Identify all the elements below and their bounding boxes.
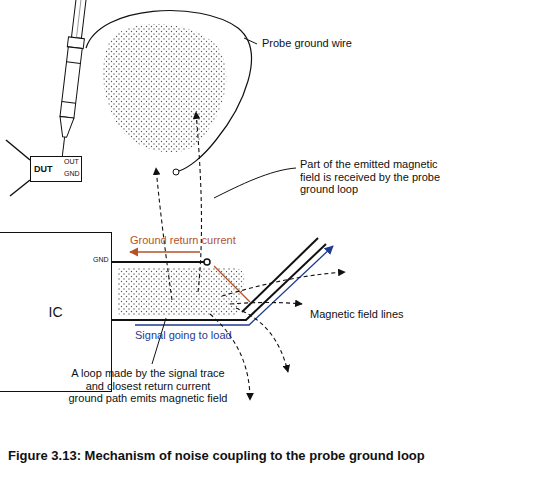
callout-note: Part of the emitted magnetic field is re… bbox=[300, 158, 450, 196]
return-current-arrow bbox=[214, 266, 250, 302]
dut-wire bbox=[6, 140, 30, 160]
current-label: Signal going to load bbox=[135, 329, 232, 342]
magnetic-field-lines bbox=[156, 112, 345, 400]
oscilloscope-probe bbox=[54, 0, 89, 158]
ground-trace bbox=[112, 261, 204, 263]
dut-wire bbox=[10, 180, 30, 196]
pin-name: GND bbox=[93, 256, 109, 264]
probe-ground-wire bbox=[86, 11, 251, 171]
current-label: Ground return current bbox=[130, 234, 236, 247]
leader-line bbox=[214, 168, 296, 198]
node-text: IC bbox=[49, 304, 63, 320]
pin-name: GND bbox=[64, 170, 80, 178]
node-text: DUT bbox=[34, 164, 53, 174]
ground-clip bbox=[173, 169, 179, 175]
return-current-arrow bbox=[130, 251, 200, 252]
callout-note: A loop made by the signal trace and clos… bbox=[68, 367, 228, 405]
figure-caption: Figure 3.13: Mechanism of noise coupling… bbox=[8, 449, 425, 464]
leader-line bbox=[244, 38, 257, 44]
ground-via bbox=[204, 259, 210, 265]
pin-name: OUT bbox=[64, 158, 79, 166]
signal-current-arrow bbox=[135, 246, 333, 325]
pcb-loop-area bbox=[118, 268, 244, 316]
field-label: Magnetic field lines bbox=[310, 308, 404, 321]
wire-label: Probe ground wire bbox=[262, 37, 352, 50]
ground-trace bbox=[242, 238, 318, 312]
probe-loop-area bbox=[103, 24, 226, 152]
